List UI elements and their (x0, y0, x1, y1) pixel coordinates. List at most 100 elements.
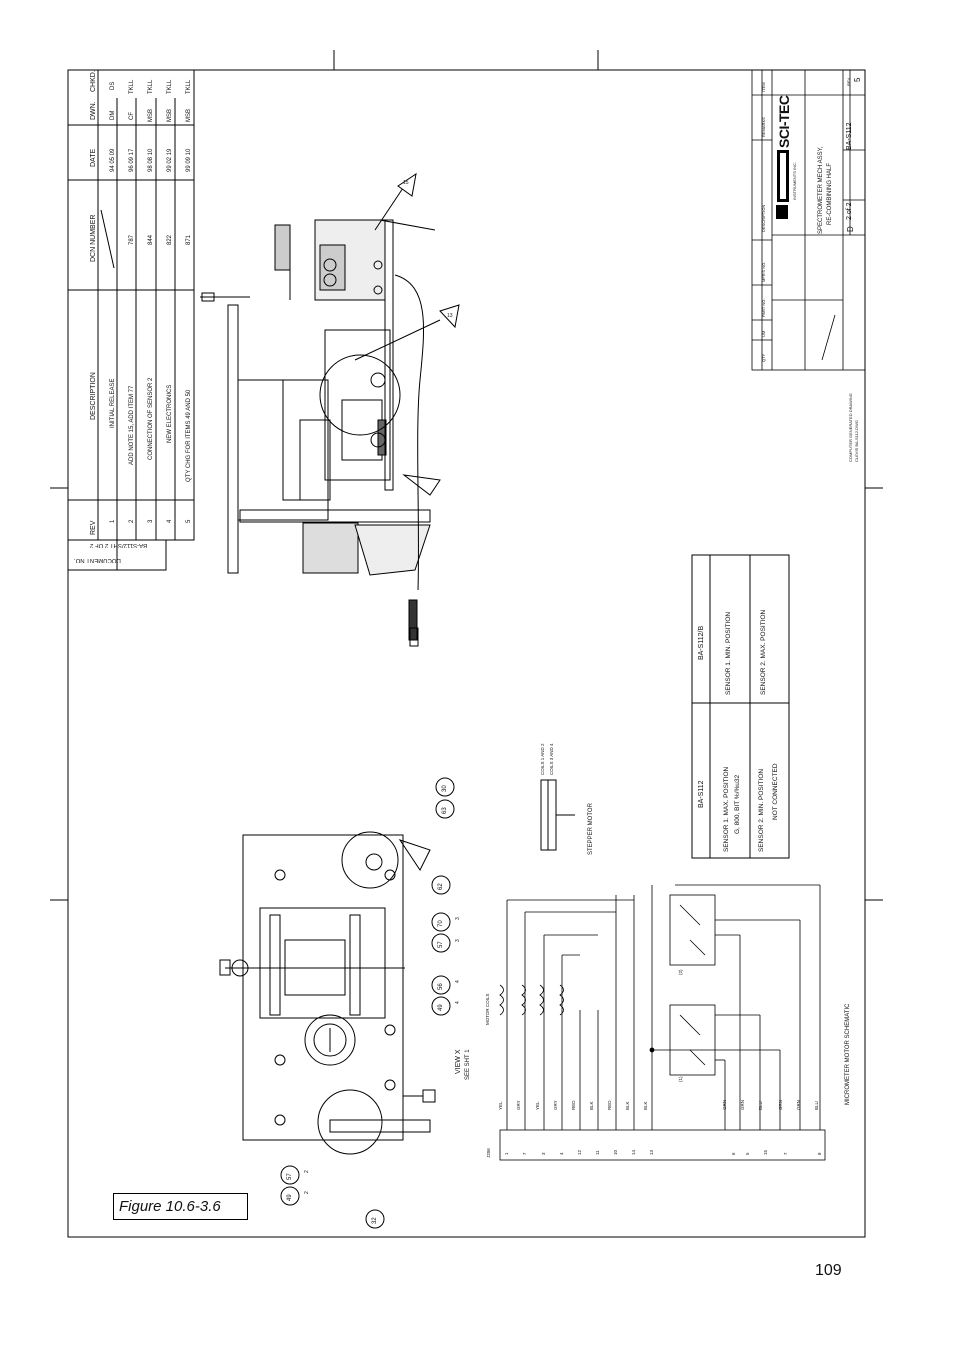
rev-row-5-rev: 5 (186, 519, 192, 523)
wire-label: RED (571, 1100, 576, 1110)
computer-note-1: COMPUTER GENERATED DRAWING (848, 393, 853, 462)
balloon-qty-3: 4 (455, 980, 461, 983)
drawing-title-line1: SPECTROMETER MECH ASSY, (818, 146, 824, 234)
balloon-label-63: 63 (442, 807, 448, 814)
balloon-label-57: 57 (438, 941, 444, 948)
rev-row-5-date: 99 09 10 (186, 148, 192, 172)
rev-row-2-rev: 2 (129, 519, 135, 523)
rev-row-5-desc: QTY CHG FOR ITEMS 49 AND 50 (186, 389, 192, 482)
view-x-sub: SEE SHT 1 (465, 1049, 471, 1080)
date-header: DATE (90, 148, 97, 167)
wire-label: GRN (796, 1100, 801, 1110)
connector-pin: 13 (649, 1149, 654, 1155)
rev-row-5-dwn: MSB (186, 108, 192, 122)
wire-label: GRY (553, 1100, 558, 1110)
wire-label: BLK (625, 1101, 630, 1110)
side-view-drawing (200, 184, 441, 647)
balloon-label-49b: 49 (287, 1194, 293, 1201)
sensor-table-header-right: BA-S112/B (698, 625, 705, 660)
rev-row-2-desc: ADD NOTE 15, ADD ITEM 77 (129, 385, 135, 465)
connector-pin: 4 (559, 1152, 564, 1155)
view-x-label: VIEW X (455, 1049, 462, 1074)
title-um-label: UM (761, 330, 766, 337)
title-qty-label: QTY (761, 353, 766, 362)
title-block-grid (751, 69, 866, 371)
drawing-rev-label: REV (846, 77, 851, 86)
balloon-label-62: 62 (438, 883, 444, 890)
document-no-value: BA-S112/SHT 2 OF 2 (90, 542, 148, 548)
wire-label: BLU (758, 1101, 763, 1110)
balloon-label-30: 30 (442, 785, 448, 792)
chkd-header: CHKD. (90, 70, 97, 92)
rev-row-4-desc: NEW ELECTRONICS (167, 384, 173, 443)
connector-pin: 15 (763, 1149, 768, 1155)
rev-row-4-rev: 4 (167, 519, 173, 523)
balloon-15 (397, 172, 417, 197)
balloon-label-15: 15 (403, 180, 409, 186)
drawing-title-line2: RE-COMBINING HALF (827, 162, 833, 225)
title-part-label: PART NO. (761, 298, 766, 317)
rev-row-3-date: 98 08 10 (148, 148, 154, 172)
rev-row-4-dwn: MSB (167, 108, 173, 122)
wire-label: BLK (589, 1101, 594, 1110)
sensor-mark-1: (1) (678, 1076, 683, 1083)
balloon-label-13: 13 (447, 313, 453, 319)
view-x-balloons (280, 777, 455, 1229)
balloon-qty-5: 2 (304, 1170, 310, 1173)
rev-row-1-desc: INITIAL RELEASE (110, 378, 116, 428)
drawing-sheet-number: 2 of 2 (846, 202, 853, 220)
rev-row-3-chkd: TKLL (148, 79, 154, 94)
connector-pin: 6 (731, 1152, 736, 1155)
rev-row-3-dcn: 844 (148, 234, 154, 245)
rev-row-4-date: 99 02 19 (167, 148, 173, 172)
sensor-1-max-detail: G, 800, BIT %/%u32 (734, 774, 741, 834)
drawing-number: BA-S112 (846, 122, 853, 151)
drawing-size: D (846, 226, 855, 232)
connector-pin: 1 (504, 1152, 509, 1155)
wire-label: YEL (498, 1101, 503, 1110)
balloon-label-57b: 57 (287, 1173, 293, 1180)
connector-pin: 12 (577, 1149, 582, 1155)
connector-pin: 11 (595, 1150, 600, 1155)
wire-label: BLU (814, 1101, 819, 1110)
balloon-qty-1: 3 (455, 917, 461, 920)
coils-label-1: COILS 1 AND 2 (540, 743, 545, 775)
document-no-label: DOCUMENT NO. (74, 557, 121, 563)
rev-header: REV (90, 520, 97, 535)
wire-label: GRN (740, 1100, 745, 1110)
company-logo (776, 150, 789, 219)
wire-label: YEL (535, 1101, 540, 1110)
sensor-1-max: SENSOR 1. MAX. POSITION (723, 766, 730, 852)
title-remarks-label: REMARKS (761, 117, 766, 137)
sensor-2-not-connected: NOT CONNECTED (772, 763, 779, 820)
rev-row-1-chkd: DS (110, 81, 116, 90)
dwn-header: DWN. (90, 101, 97, 120)
company-name: SCI-TEC (776, 95, 792, 149)
rev-row-2-dwn: CF (129, 112, 135, 120)
title-item-label: ITEM (761, 82, 766, 92)
wire-label: GRY (516, 1100, 521, 1110)
connector-pin: 5 (745, 1152, 750, 1155)
coils-label-2: COILS 3 AND 4 (549, 743, 554, 775)
title-mfr-label: MFR'S NO. (761, 261, 766, 282)
connector-pin: 10 (613, 1149, 618, 1155)
rev-row-1-dwn: DM (110, 110, 116, 120)
page-number: 109 (815, 1262, 842, 1279)
rev-row-3-dwn: MSB (148, 108, 154, 122)
sensor-mark-2: (2) (678, 969, 683, 976)
rev-row-3-rev: 3 (148, 519, 154, 523)
connector-label: J206 (486, 1148, 491, 1158)
wire-label: GRN (778, 1100, 783, 1110)
rev-row-5-dcn: 871 (186, 234, 192, 245)
balloon-label-56: 56 (438, 983, 444, 990)
balloon-qty-6: 2 (304, 1191, 310, 1194)
connector-pin: 7 (522, 1152, 527, 1155)
computer-note-2: CLEVIS BA-S112.DWG (854, 420, 859, 462)
figure-caption: Figure 10.6-3.6 (113, 1193, 248, 1220)
balloon-label-70: 70 (438, 920, 444, 927)
rev-row-5-chkd: TKLL (186, 79, 192, 94)
wire-label: RED (607, 1100, 612, 1110)
balloon-label-32: 32 (372, 1217, 378, 1224)
